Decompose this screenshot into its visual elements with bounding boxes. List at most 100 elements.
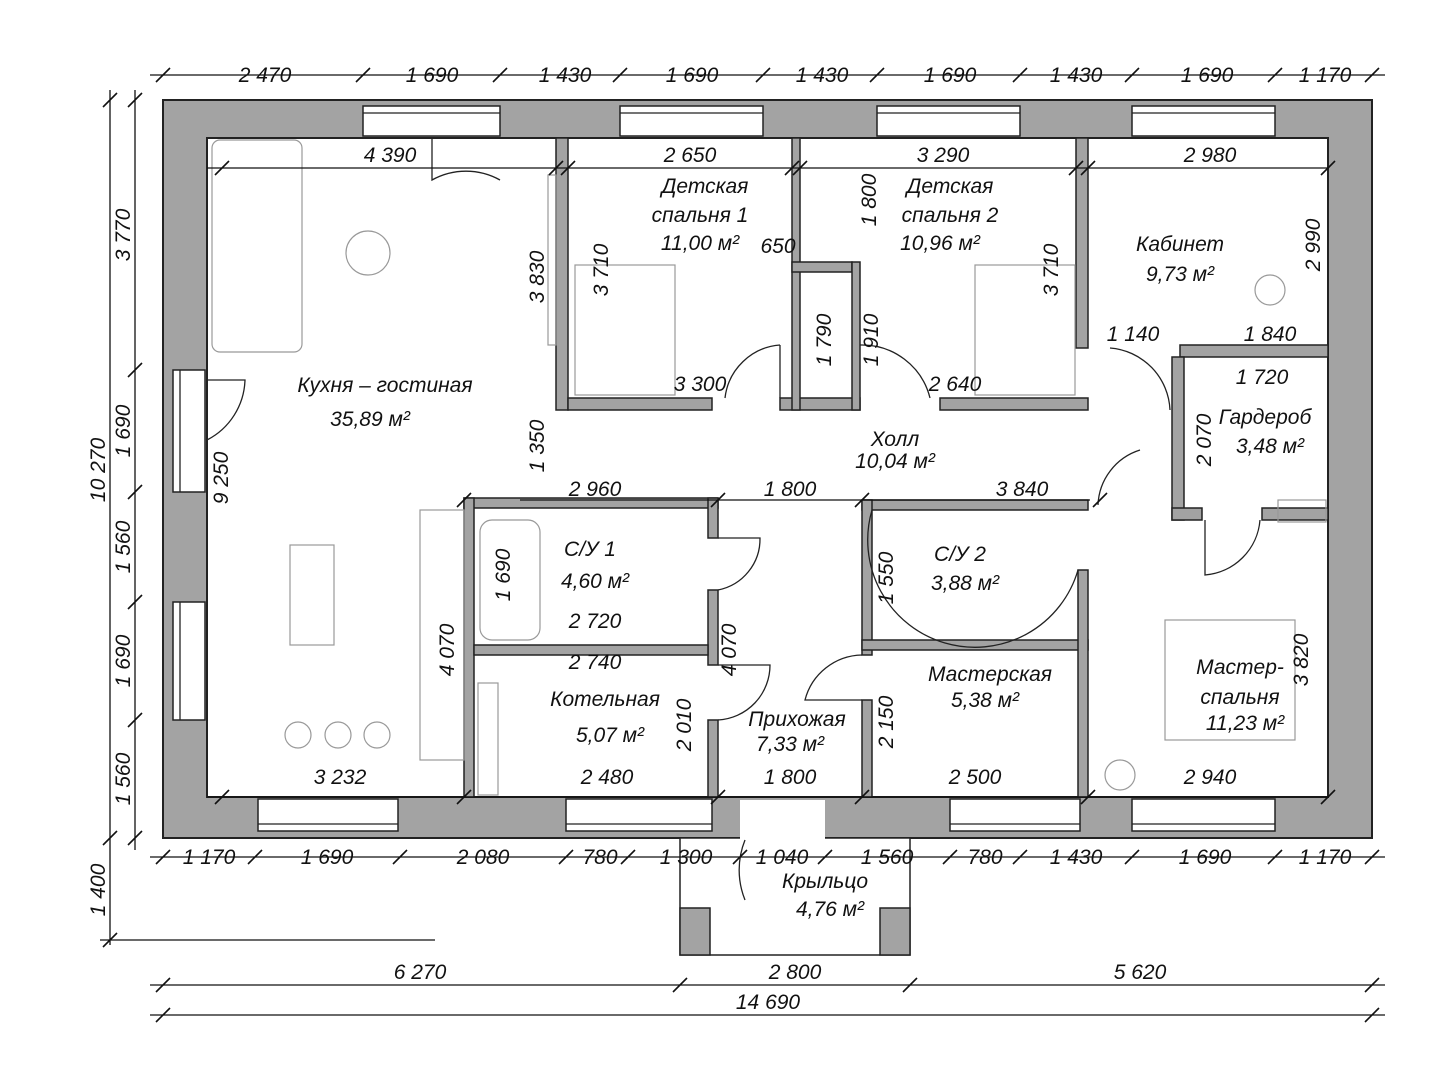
room-name-bed2-2: спальня 2 (902, 204, 999, 227)
dimension-tick (869, 67, 885, 83)
dim-interior-v: 9 250 (210, 451, 233, 504)
dim-top: 1 170 (1299, 64, 1352, 87)
dim-bottom: 1 170 (183, 846, 236, 869)
room-name-master-2: спальня (1200, 686, 1279, 709)
room-name-bed1-2: спальня 1 (652, 204, 749, 227)
dimension-tick (247, 849, 263, 865)
dimension-tick (102, 830, 118, 846)
dimension-tick (127, 484, 143, 500)
dimension-tick (155, 977, 171, 993)
dim-top: 1 430 (796, 64, 849, 87)
dim-bottom: 1 690 (301, 846, 354, 869)
dim-interior-v: 3 830 (526, 250, 549, 303)
dimension-lines (100, 67, 1385, 1023)
dim-left: 3 770 (112, 208, 135, 261)
room-name-workshop: Мастерская (928, 663, 1052, 686)
dimension-tick (620, 849, 636, 865)
room-name-office: Кабинет (1136, 233, 1224, 256)
dimension-tick (732, 849, 748, 865)
dim-interior-v: 1 550 (875, 551, 898, 604)
dim-left: 1 560 (112, 752, 135, 805)
dimension-tick (942, 849, 958, 865)
room-name-kitchen: Кухня – гостиная (297, 374, 472, 397)
dim-interior-v: 2 070 (1193, 413, 1216, 467)
dim-interior-v: 1 800 (858, 173, 881, 226)
dim-interior: 2 740 (568, 651, 622, 674)
dim-bottom: 780 (582, 846, 617, 869)
dimension-tick (102, 92, 118, 108)
dimension-tick (102, 932, 118, 948)
dimension-tick (456, 789, 472, 805)
dimension-tick (492, 67, 508, 83)
dim-top: 1 690 (406, 64, 459, 87)
dimension-tick (1364, 67, 1380, 83)
dim-top: 1 430 (539, 64, 592, 87)
dim-bottom: 780 (967, 846, 1002, 869)
dimension-tick (1364, 849, 1380, 865)
dim-bottom: 1 690 (1179, 846, 1232, 869)
dim-interior: 2 500 (948, 766, 1002, 789)
room-area-workshop: 5,38 м² (951, 689, 1020, 712)
dim-interior-v: 2 990 (1302, 218, 1325, 272)
room-name-bed1: Детская (660, 175, 749, 198)
dim-interior-v: 1 910 (860, 313, 883, 366)
dim-interior: 1 840 (1244, 323, 1297, 346)
dimension-tick (456, 492, 472, 508)
dimension-tick (1124, 849, 1140, 865)
room-name-bath1: С/У 1 (564, 538, 616, 561)
dim-interior-v: 2 010 (673, 698, 696, 752)
dimension-tick (1080, 160, 1096, 176)
dim-interior: 1 720 (1236, 366, 1289, 389)
dim-top: 1 690 (924, 64, 977, 87)
dimension-tick (792, 160, 808, 176)
dim-interior: 3 840 (996, 478, 1049, 501)
room-area-bath2: 3,88 м² (931, 572, 1000, 595)
dim-bottom: 1 430 (1050, 846, 1103, 869)
dim-interior: 2 640 (928, 373, 982, 396)
dim-interior-v: 2 150 (875, 695, 898, 749)
dim-top: 1 690 (1181, 64, 1234, 87)
room-area-office: 9,73 м² (1146, 263, 1215, 286)
dim-left: 1 560 (112, 520, 135, 573)
dim-interior-v: 1 790 (813, 313, 836, 366)
dimension-tick (155, 1007, 171, 1023)
dimension-tick (784, 160, 800, 176)
dim-interior: 3 232 (314, 766, 367, 789)
dim-interior-v: 4 070 (718, 623, 741, 676)
windows (172, 105, 1276, 832)
room-area-entry: 7,33 м² (756, 733, 825, 756)
dim-left: 1 690 (112, 404, 135, 457)
dim-interior: 1 800 (764, 478, 817, 501)
dimension-tick (1124, 67, 1140, 83)
dimension-tick (612, 67, 628, 83)
room-area-bed2: 10,96 м² (900, 232, 981, 255)
dimension-tick (1267, 849, 1283, 865)
dim-left: 1 690 (112, 634, 135, 687)
room-name-porch: Крыльцо (782, 870, 868, 893)
dim-bottom: 1 300 (660, 846, 713, 869)
dim-overall-part: 2 800 (768, 961, 822, 984)
dimension-tick (902, 977, 918, 993)
dim-interior: 4 390 (364, 144, 417, 167)
dim-interior: 650 (760, 235, 795, 258)
room-area-bed1: 11,00 м² (661, 232, 740, 255)
dimension-tick (155, 849, 171, 865)
dimension-tick (558, 849, 574, 865)
dim-interior-v: 4 070 (436, 623, 459, 676)
dimension-tick (1012, 849, 1028, 865)
dimension-tick (1092, 492, 1108, 508)
dim-interior-v: 1 350 (526, 419, 549, 472)
dimension-tick (854, 492, 870, 508)
dim-interior: 2 650 (663, 144, 717, 167)
dim-interior-v: 3 710 (590, 243, 613, 296)
room-area-boiler: 5,07 м² (576, 724, 645, 747)
dim-overall-part: 5 620 (1114, 961, 1167, 984)
dimension-tick (127, 712, 143, 728)
dimension-tick (392, 849, 408, 865)
dim-left-total: 10 270 (87, 438, 110, 503)
dim-interior: 2 720 (568, 610, 622, 633)
room-labels: Кухня – гостиная 35,89 м² Детская спальн… (297, 175, 1312, 921)
room-area-hall: 10,04 м² (855, 450, 936, 473)
dim-overall-total: 14 690 (736, 991, 801, 1014)
